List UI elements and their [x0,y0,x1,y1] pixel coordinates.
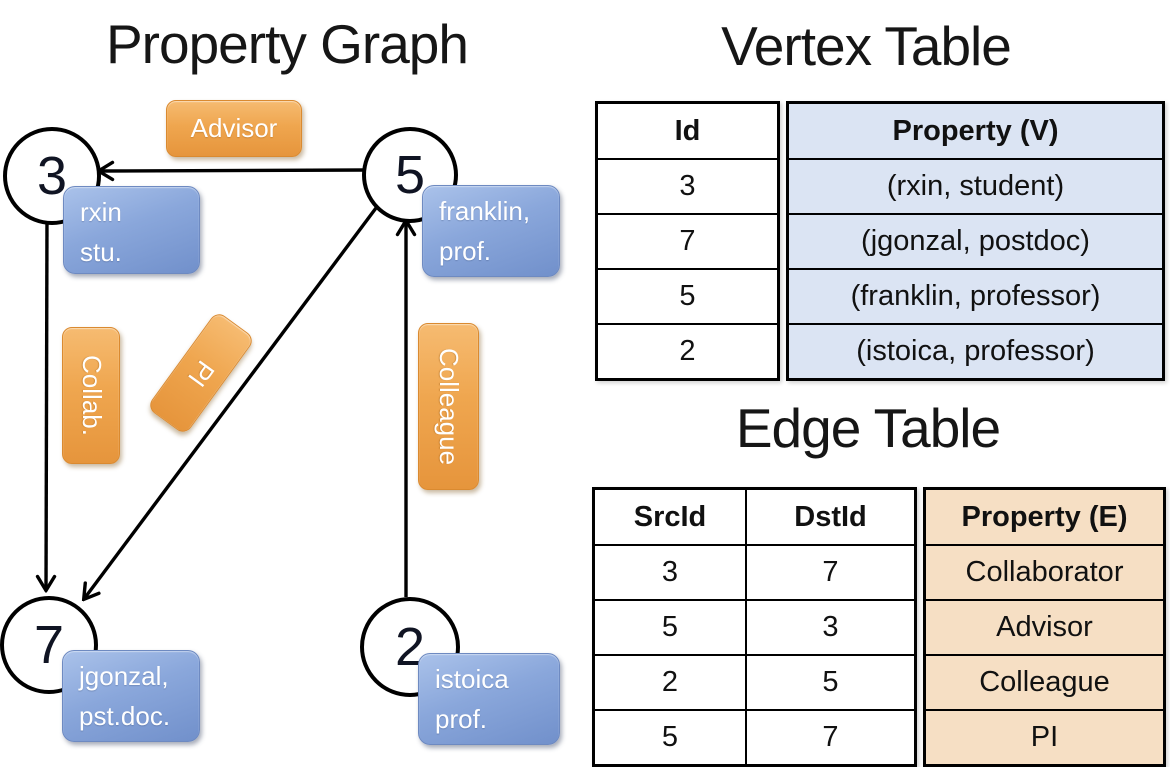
edge-label-advisor: Advisor [166,100,302,157]
property-line: jgonzal, [79,661,169,691]
property-line: stu. [80,237,122,267]
edge-label-text: Collab. [76,355,107,436]
vertex-table-title: Vertex Table [721,15,1012,77]
edge-line-pi-5-to-7 [84,206,378,599]
vertex-table-header-id: Id [674,114,701,147]
edge-line-collab-3-to-7 [46,215,47,590]
edge-label-text: Colleague [434,347,464,466]
vertex-table-id-cell: 7 [598,213,777,268]
node-id-label: 7 [33,615,65,675]
vertex-property-box-rxin: rxin stu. [63,186,200,274]
property-line: istoica [435,664,509,694]
vertex-property-box-franklin: franklin, prof. [422,185,560,277]
edge-line-advisor-5-to-3 [99,170,367,171]
vertex-table-property-column: Property (V) (rxin, student)(jgonzal, po… [786,101,1165,381]
edge-table-srcid-cell: 2 [595,654,747,709]
edge-table-title: Edge Table [735,397,1001,459]
property-line: pst.doc. [79,701,171,731]
vertex-table-property-cell: (jgonzal, postdoc) [789,213,1162,268]
edge-label-collab: Collab. [62,327,120,464]
vertex-property-box-istoica: istoica prof. [418,653,560,745]
node-id-label: 5 [394,145,426,205]
edge-label-text: Advisor [190,113,278,143]
edge-table-dstid-cell: 3 [747,599,914,654]
edge-table-header-property: Property (E) [961,500,1128,533]
vertex-table-id-cell: 5 [598,268,777,323]
edge-label-text: PI [182,354,221,393]
edge-table-header-srcid: SrcId [595,490,747,544]
edge-table-dstid-cell: 7 [747,709,914,764]
vertex-table-id-cell: 2 [598,323,777,378]
vertex-table-id-cell: 3 [598,158,777,213]
vertex-table-property-rows: (rxin, student)(jgonzal, postdoc)(frankl… [789,158,1162,378]
vertex-table-property-cell: (rxin, student) [789,158,1162,213]
graph-node-2: 2 [360,597,460,697]
edge-table-header-dstid: DstId [794,500,867,533]
edge-table-property-cell: Collaborator [926,544,1163,599]
edge-table-srcid-cell: 3 [595,544,747,599]
edge-label-colleague: Colleague [418,323,479,490]
property-line: prof. [435,704,488,734]
property-line: rxin [80,197,122,227]
vertex-table-property-cell: (istoica, professor) [789,323,1162,378]
edge-table-srcid-cell: 5 [595,709,747,764]
graph-edges-layer [0,0,585,760]
edge-table-dstid-cell: 7 [747,544,914,599]
vertex-table-property-cell: (franklin, professor) [789,268,1162,323]
property-graph-title: Property Graph [105,13,469,75]
edge-table-property-cell: PI [926,709,1163,764]
property-line: prof. [439,236,492,266]
property-line: franklin, [439,196,531,226]
edge-table-property-cell: Colleague [926,654,1163,709]
edge-table-dstid-cell: 5 [747,654,914,709]
edge-table-srcid-cell: 5 [595,599,747,654]
edge-table-property-cell: Advisor [926,599,1163,654]
node-id-label: 3 [36,146,68,206]
vertex-table-header-property: Property (V) [892,114,1059,147]
vertex-property-box-jgonzal: jgonzal, pst.doc. [62,650,200,742]
